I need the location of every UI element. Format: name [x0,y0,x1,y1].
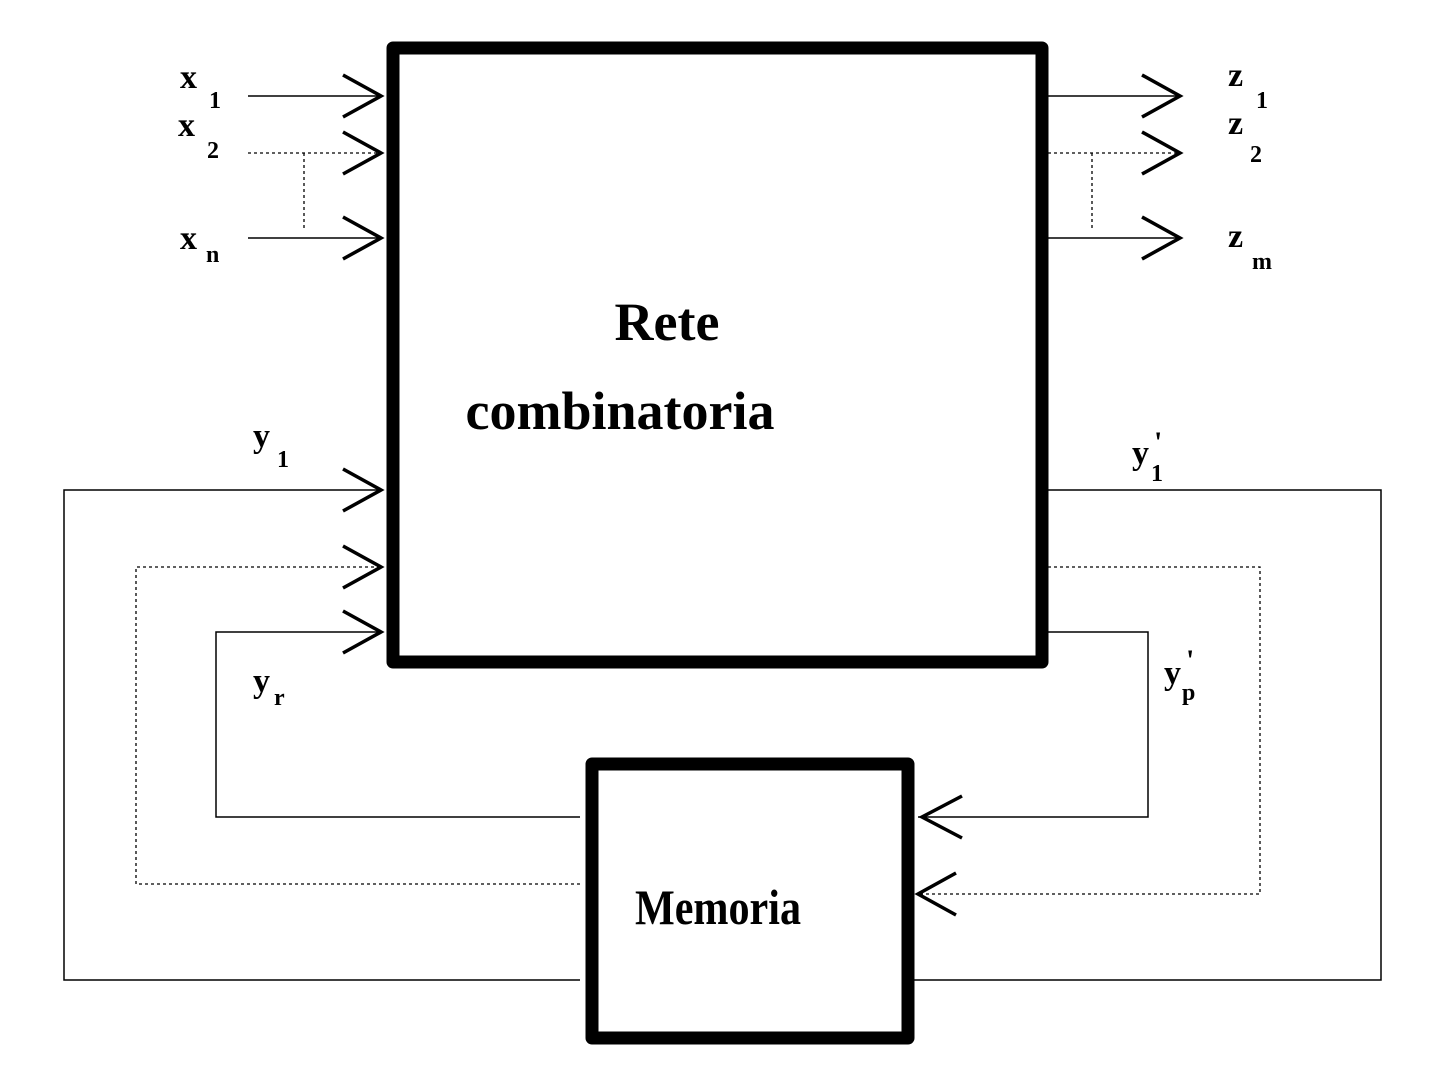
label-yr: y r [253,663,285,711]
arrowhead-x1 [342,73,385,119]
label-z2: z 2 [1228,105,1262,168]
svg-text:1: 1 [1151,461,1163,487]
feedback-wire-yp-prime [918,631,1149,818]
svg-text:2: 2 [1250,142,1262,168]
feedback-wire-yr [215,631,580,818]
label-yp-prime: y ' p [1164,644,1195,706]
svg-text:': ' [1154,426,1162,459]
svg-text:r: r [274,685,285,711]
feedback-wire-middle-out [918,566,1261,895]
label-y1-prime: y ' 1 [1132,426,1163,487]
arrowhead-z1 [1141,73,1184,119]
svg-text:1: 1 [209,88,221,114]
combinational-label-line2: combinatoria [466,381,775,441]
combinational-label-line1: Rete [615,292,720,352]
label-x1: x 1 [180,59,221,114]
arrowhead-y-middle [342,544,385,590]
arrowhead-yr [342,609,385,655]
arrowhead-x2 [342,130,385,176]
label-y1: y 1 [253,418,289,473]
arrowhead-xn [342,215,385,261]
feedback-wire-middle-in [135,566,580,885]
svg-text:x: x [178,107,195,144]
svg-text:y: y [1164,655,1181,692]
svg-text:n: n [206,242,219,268]
svg-text:x: x [180,220,197,257]
arrowhead-z2 [1141,130,1184,176]
arrowhead-middle-into-memory [914,871,957,917]
arrowhead-y1 [342,467,385,513]
memory-label: Memoria [635,879,801,935]
svg-text:m: m [1252,249,1272,275]
svg-text:z: z [1228,105,1243,142]
svg-text:z: z [1228,57,1243,94]
svg-text:1: 1 [277,447,289,473]
label-zm: z m [1228,218,1272,275]
svg-text:1: 1 [1256,88,1268,114]
svg-text:x: x [180,59,197,96]
arrowhead-zm [1141,215,1184,261]
label-xn: x n [180,220,219,268]
label-z1: z 1 [1228,57,1268,114]
feedback-wire-y1-prime [912,489,1382,981]
svg-text:y: y [1132,435,1149,472]
label-x2: x 2 [178,107,219,164]
svg-text:': ' [1186,644,1194,677]
combinational-network-block [386,41,1049,669]
feedback-wire-y1 [63,489,580,981]
svg-text:p: p [1182,680,1195,706]
svg-text:2: 2 [207,138,219,164]
svg-text:y: y [253,418,270,455]
svg-text:y: y [253,663,270,700]
arrowhead-yp-prime-into-memory [918,794,963,840]
svg-text:z: z [1228,218,1243,255]
memory-block [585,757,915,1045]
